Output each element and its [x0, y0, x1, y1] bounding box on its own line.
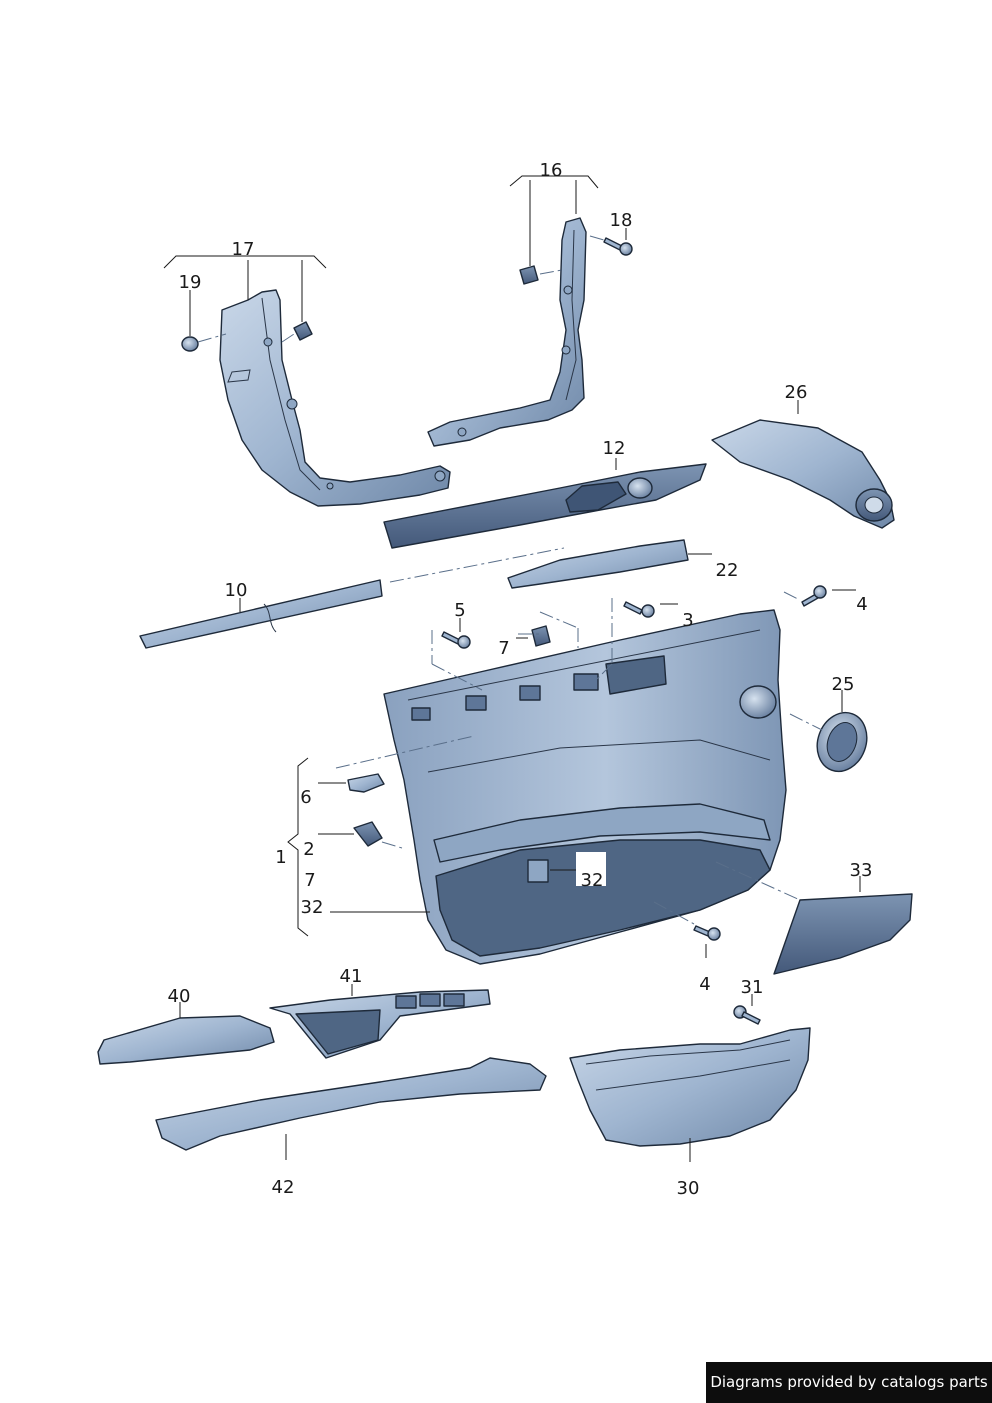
callout-1: 1 — [275, 847, 286, 868]
assembly-dash-lines — [197, 235, 823, 925]
part-30-door-pocket — [569, 1027, 811, 1147]
callout-7-upper: 7 — [498, 638, 509, 659]
part-16-clip — [519, 265, 539, 285]
part-4-screw-upper — [801, 585, 827, 607]
part-33-pad — [773, 893, 913, 975]
part-31-screw — [733, 1005, 761, 1025]
callout-2: 2 — [303, 839, 314, 860]
part-5-screw — [441, 631, 471, 649]
callout-25: 25 — [832, 674, 855, 695]
callout-10: 10 — [225, 580, 248, 601]
callout-4-upper: 4 — [856, 594, 867, 615]
callout-41: 41 — [340, 966, 363, 987]
callout-33: 33 — [850, 860, 873, 881]
callout-18: 18 — [610, 210, 633, 231]
footer-credit: Diagrams provided by catalogs parts — [706, 1362, 992, 1403]
callout-32-box — [576, 852, 606, 886]
part-41-switch-panel — [269, 989, 491, 1059]
part-12-trim-strip — [383, 463, 707, 549]
leader-lines — [163, 175, 861, 1162]
part-22-trim — [507, 539, 689, 589]
part-42-armrest — [155, 1057, 547, 1151]
callout-26: 26 — [785, 382, 808, 403]
part-17-frame-trim-left — [219, 289, 451, 507]
part-40-handle-cover — [97, 1015, 275, 1065]
callout-3: 3 — [682, 610, 693, 631]
callout-40: 40 — [168, 986, 191, 1007]
part-16-frame-trim-right — [427, 217, 587, 447]
part-1-door-panel — [383, 609, 787, 965]
part-17-clip — [293, 321, 313, 341]
callout-16: 16 — [540, 160, 563, 181]
part-4-screw-lower — [693, 925, 721, 941]
callout-4-lower: 4 — [699, 974, 710, 995]
part-2-clip — [353, 821, 383, 847]
callout-5: 5 — [454, 600, 465, 621]
callout-32-left: 32 — [301, 897, 324, 918]
callout-19: 19 — [179, 272, 202, 293]
callout-17: 17 — [232, 239, 255, 260]
callout-31: 31 — [741, 977, 764, 998]
part-3-screw — [623, 601, 655, 618]
callout-30: 30 — [677, 1178, 700, 1199]
part-26-bracket — [711, 419, 895, 529]
part-19-plug — [181, 336, 199, 352]
callout-6: 6 — [300, 787, 311, 808]
part-25-speaker-grille — [816, 711, 868, 773]
callout-32-inset: 32 — [581, 870, 604, 891]
part-10-strip — [139, 579, 383, 649]
part-18-screw — [603, 237, 633, 256]
callout-12: 12 — [603, 438, 626, 459]
part-7-clip-upper — [531, 625, 551, 647]
part-6-clip — [347, 773, 385, 793]
callout-22: 22 — [716, 560, 739, 581]
callout-42: 42 — [272, 1177, 295, 1198]
callout-7-lower: 7 — [304, 870, 315, 891]
callout-labels: 16 18 17 19 26 12 22 10 5 7 3 4 25 6 1 2… — [168, 160, 873, 1199]
